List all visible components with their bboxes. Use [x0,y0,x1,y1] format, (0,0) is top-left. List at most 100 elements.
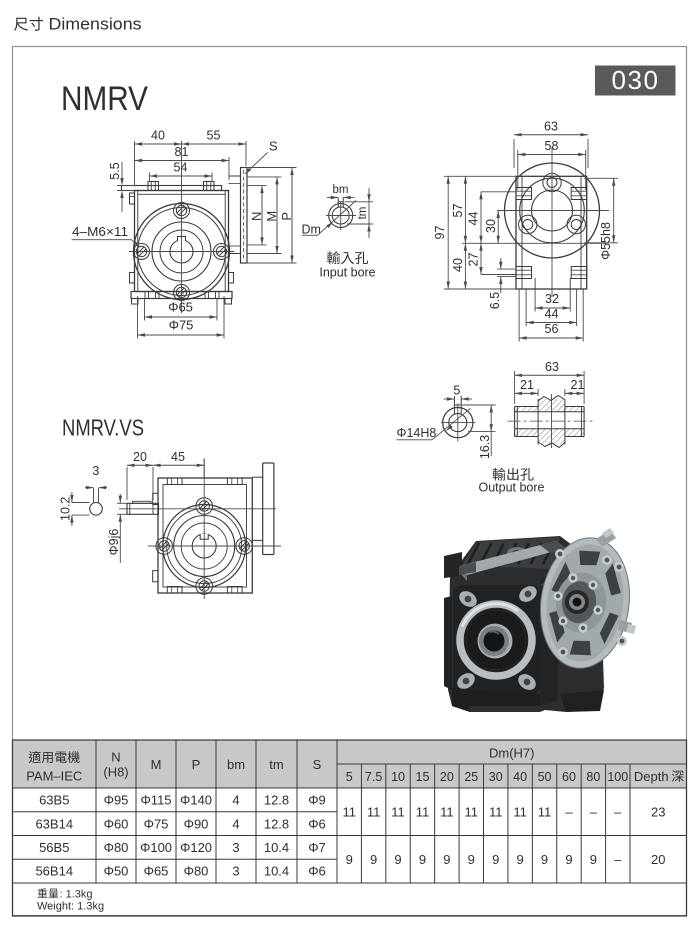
svg-text:NMRV: NMRV [61,80,148,118]
svg-text:40: 40 [451,258,465,272]
svg-text:–: – [565,804,573,819]
svg-text:4: 4 [232,816,239,831]
svg-text:Φ7: Φ7 [308,840,326,855]
svg-text:23: 23 [651,804,665,819]
svg-text:N: N [249,212,264,221]
svg-text:9: 9 [541,852,548,867]
svg-text:21: 21 [571,378,585,392]
svg-text:15: 15 [416,770,430,784]
svg-text:9: 9 [565,852,572,867]
svg-text:5.5: 5.5 [108,162,122,179]
svg-text:030: 030 [612,65,660,95]
svg-text:N: N [111,750,120,765]
svg-text:12.8: 12.8 [264,793,289,808]
svg-text:Φ55h8: Φ55h8 [599,222,613,260]
svg-text:Dimensions: Dimensions [49,15,142,34]
svg-text:100: 100 [607,770,628,784]
svg-text:56: 56 [545,322,559,336]
svg-text:63B5: 63B5 [39,793,69,808]
svg-text:30: 30 [489,770,503,784]
svg-text:NMRV.VS: NMRV.VS [62,415,144,441]
svg-text:97: 97 [433,226,447,240]
svg-text:80: 80 [586,770,600,784]
svg-text:S: S [313,757,322,772]
svg-text:9: 9 [590,852,597,867]
svg-text:11: 11 [489,804,503,819]
svg-text:40: 40 [151,129,165,143]
svg-text:11: 11 [440,804,454,819]
svg-text:Φ115: Φ115 [140,793,171,808]
svg-text:11: 11 [342,804,356,819]
svg-text:11: 11 [513,804,527,819]
svg-text:bm: bm [333,184,349,196]
svg-text:9: 9 [346,852,353,867]
svg-text:10.4: 10.4 [264,864,289,879]
svg-text:81: 81 [175,145,189,159]
svg-text:30: 30 [484,219,498,233]
svg-text:Φ65: Φ65 [144,864,169,879]
svg-text:Φ50: Φ50 [104,864,129,879]
svg-text:11: 11 [416,804,430,819]
svg-text:32: 32 [545,292,559,306]
svg-text:56B14: 56B14 [35,864,73,879]
svg-text:–: – [614,804,622,819]
svg-text:7.5: 7.5 [365,770,382,784]
svg-text:3: 3 [232,864,239,879]
svg-text:M: M [264,211,279,222]
svg-text:Φ9: Φ9 [308,793,326,808]
svg-text:57: 57 [451,204,465,218]
svg-text:11: 11 [465,804,479,819]
svg-text:63B14: 63B14 [35,816,73,831]
svg-text:Φ80: Φ80 [184,864,209,879]
svg-text:9: 9 [468,852,475,867]
svg-text:Φ65: Φ65 [168,300,193,315]
svg-text:Φ6: Φ6 [308,816,326,831]
svg-text:21: 21 [520,378,534,392]
svg-text:Φ95: Φ95 [104,793,129,808]
svg-text:Dm: Dm [302,223,321,237]
svg-text:20: 20 [133,450,147,464]
svg-text:58: 58 [545,139,559,153]
svg-text:5: 5 [346,770,353,784]
svg-text:9: 9 [492,852,499,867]
svg-text:20: 20 [651,852,665,867]
svg-text:3: 3 [232,840,239,855]
svg-text:6.5: 6.5 [488,292,502,309]
svg-text:63: 63 [544,120,558,134]
svg-text:5: 5 [453,384,460,398]
svg-text:56B5: 56B5 [39,840,69,855]
svg-text:12.8: 12.8 [264,816,289,831]
svg-text:54: 54 [174,161,188,175]
svg-text:50: 50 [538,770,552,784]
svg-text:Weight: 1.3kg: Weight: 1.3kg [37,901,104,913]
svg-text:P: P [192,757,201,772]
svg-text:25: 25 [464,770,478,784]
svg-text:4–M6×11: 4–M6×11 [72,225,128,239]
svg-text:11: 11 [538,804,552,819]
svg-text:Φ120: Φ120 [180,840,212,855]
svg-text:10.4: 10.4 [264,840,289,855]
svg-text:9: 9 [394,852,401,867]
svg-text:P: P [279,212,294,221]
svg-text:(H8): (H8) [103,765,128,780]
svg-text:44: 44 [466,212,480,226]
svg-text:11: 11 [391,804,405,819]
svg-text:10.2: 10.2 [58,497,72,521]
svg-text:9: 9 [370,852,377,867]
svg-text:Depth: Depth [634,769,669,784]
svg-text:Φ14H8: Φ14H8 [397,426,437,440]
svg-text:Φ90: Φ90 [184,816,209,831]
svg-text:: 1.3kg: : 1.3kg [60,889,93,901]
svg-text:60: 60 [562,770,576,784]
svg-text:–: – [614,852,622,867]
svg-text:40: 40 [513,770,527,784]
svg-text:11: 11 [367,804,381,819]
svg-text:9: 9 [443,852,450,867]
svg-text:4: 4 [232,793,239,808]
svg-text:Output bore: Output bore [478,481,544,495]
svg-text:10: 10 [391,770,405,784]
svg-text:Input bore: Input bore [319,266,375,280]
svg-text:55: 55 [207,129,221,143]
svg-text:PAM–IEC: PAM–IEC [26,769,82,784]
svg-text:Φ100: Φ100 [140,840,172,855]
